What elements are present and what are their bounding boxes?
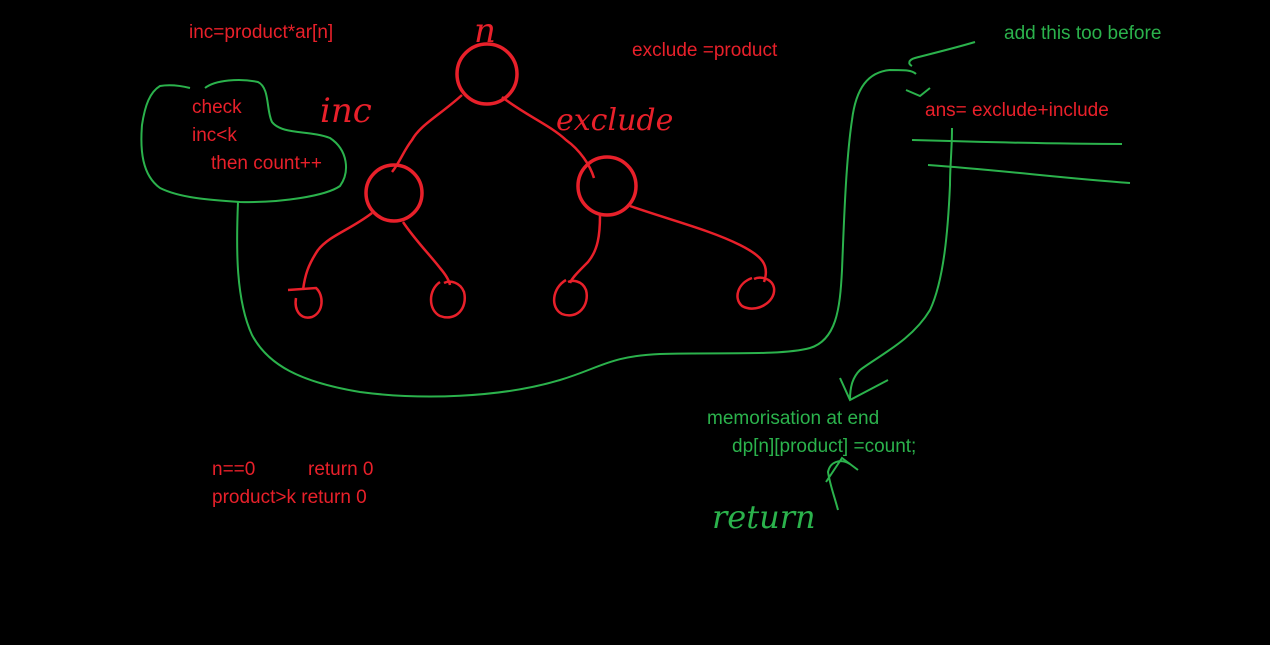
green-annotations bbox=[140, 41, 1131, 511]
leaf-node-4 bbox=[736, 276, 776, 310]
recursion-tree bbox=[287, 42, 776, 319]
edge-exclude-leaf2 bbox=[629, 204, 768, 283]
exclude-formula: exclude =product bbox=[632, 40, 778, 61]
memo-connector-line bbox=[849, 127, 953, 401]
add-note-text: add this too before bbox=[1004, 23, 1161, 44]
loop-connector-curve bbox=[236, 68, 917, 398]
memo-arrowhead bbox=[839, 377, 889, 402]
edge-root-inc bbox=[391, 94, 463, 173]
edge-exclude-leaf1 bbox=[568, 214, 602, 284]
node-root bbox=[455, 42, 519, 106]
edge-inc-leaf1 bbox=[301, 212, 373, 291]
exclude-handwritten-label: exclude bbox=[556, 103, 673, 138]
leaf-node-3 bbox=[553, 278, 589, 317]
return-handwritten-label: return bbox=[712, 498, 816, 536]
memo-title: memorisation at end bbox=[707, 408, 879, 429]
node-exclude bbox=[576, 155, 638, 217]
ans-formula: ans= exclude+include bbox=[925, 100, 1109, 121]
inc-formula: inc=product*ar[n] bbox=[189, 22, 333, 43]
memo-code: dp[n][product] =count; bbox=[732, 436, 916, 457]
add-note-arrowhead bbox=[905, 87, 931, 98]
add-note-arrow bbox=[908, 41, 976, 67]
root-handwritten-label: n bbox=[474, 11, 496, 51]
node-inc bbox=[364, 163, 424, 223]
leaf-node-1 bbox=[287, 286, 323, 319]
edge-inc-leaf2 bbox=[401, 221, 452, 286]
ans-underline-2 bbox=[927, 164, 1131, 184]
ans-underline-1 bbox=[911, 139, 1123, 145]
base-case-1-return: return 0 bbox=[308, 459, 373, 480]
check-text-line1: check bbox=[192, 97, 242, 118]
inc-handwritten-label: inc bbox=[320, 91, 372, 131]
return-arrow bbox=[826, 460, 851, 511]
return-arrowhead bbox=[825, 456, 859, 483]
check-text-line2: inc<k bbox=[192, 125, 237, 146]
base-case-1-condition: n==0 bbox=[212, 459, 255, 480]
check-blob-outline bbox=[140, 79, 347, 204]
base-case-2: product>k return 0 bbox=[212, 487, 367, 508]
leaf-node-2 bbox=[429, 280, 467, 319]
check-text-line3: then count++ bbox=[211, 153, 322, 174]
